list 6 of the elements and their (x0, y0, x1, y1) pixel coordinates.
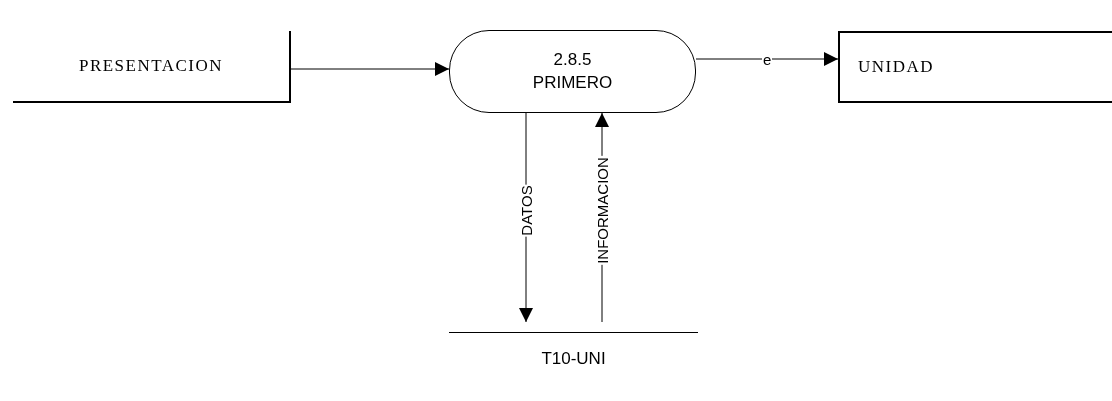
arrow (290, 62, 450, 76)
arrow (695, 52, 839, 66)
external-entity-box: UNIDAD (838, 31, 1112, 103)
process-box: 2.8.5 PRIMERO (449, 30, 696, 113)
external-entity-box: PRESENTACION (13, 31, 291, 103)
data-store: T10-UNI (449, 332, 698, 376)
